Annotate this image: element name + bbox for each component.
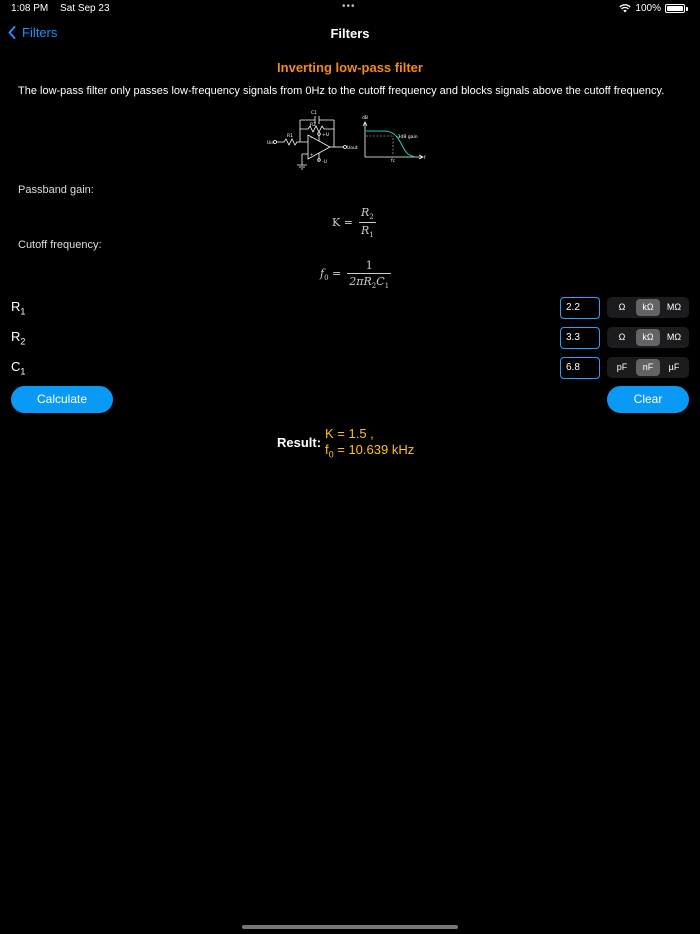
result-values: K = 1.5 , f0 = 10.639 kHz [325, 426, 414, 463]
uout-label: Uout [347, 145, 358, 151]
passband-denominator: R1 [358, 222, 376, 240]
multitasking-dots[interactable]: ••• [342, 1, 356, 12]
plus-u-label: +U [322, 132, 329, 138]
filter-description: The low-pass filter only passes low-freq… [18, 85, 665, 97]
status-right: 100% [619, 3, 688, 14]
c1-unit-pf[interactable]: pF [616, 362, 628, 372]
chevron-left-icon [8, 26, 16, 39]
status-date: Sat Sep 23 [60, 3, 110, 14]
svg-text:−: − [310, 135, 313, 140]
back-label: Filters [22, 25, 58, 40]
passband-lhs: K = [332, 216, 353, 230]
cutoff-fraction: 1 2πR2C1 [347, 259, 392, 291]
result-label: Result: [277, 435, 322, 450]
r2-label: R2 [310, 122, 316, 128]
passband-fraction: R2 R1 [358, 206, 376, 240]
r2-param-label: R2 [11, 329, 26, 347]
status-left: 1:08 PM Sat Sep 23 [11, 3, 119, 14]
status-time: 1:08 PM [11, 3, 49, 14]
navigation-bar: Filters Filters [0, 22, 700, 46]
minus-u-label: -U [322, 159, 327, 165]
battery-icon [665, 4, 685, 13]
r2-unit-selector[interactable]: Ω kΩ MΩ [607, 327, 689, 348]
r1-unit-kohm[interactable]: kΩ [636, 299, 660, 316]
nav-title: Filters [330, 26, 370, 41]
r1-unit-mohm[interactable]: MΩ [666, 302, 682, 312]
r2-unit-ohm[interactable]: Ω [618, 332, 626, 342]
c1-param-label: C1 [11, 359, 26, 377]
uin-label: Uin [267, 140, 275, 146]
cutoff-formula: f0 = 1 2πR2C1 [320, 259, 392, 291]
cutoff-label: Cutoff frequency: [18, 239, 102, 251]
battery-nub [686, 6, 688, 11]
calculate-button[interactable]: Calculate [11, 386, 113, 413]
fc-label: fc [391, 158, 396, 164]
result-f0: f0 = 10.639 kHz [325, 442, 415, 460]
cutoff-denominator: 2πR2C1 [347, 273, 392, 291]
r2-unit-mohm[interactable]: MΩ [666, 332, 682, 342]
back-button[interactable]: Filters [8, 25, 57, 40]
c1-label: C1 [311, 110, 317, 116]
passband-formula: K = R2 R1 [332, 206, 376, 239]
wifi-icon [619, 4, 632, 13]
filter-title: Inverting low-pass filter [277, 60, 423, 75]
r1-unit-selector[interactable]: Ω kΩ MΩ [607, 297, 689, 318]
home-indicator[interactable] [242, 925, 458, 929]
passband-numerator: R2 [360, 206, 374, 222]
result-k: K = 1.5 , [325, 426, 374, 441]
r1-value-input[interactable]: 2.2 [560, 297, 600, 319]
c1-unit-selector[interactable]: pF nF µF [607, 357, 689, 378]
r2-unit-kohm[interactable]: kΩ [636, 329, 660, 346]
r1-param-label: R1 [11, 299, 26, 317]
status-bar: 1:08 PM Sat Sep 23 ••• 100% [0, 0, 700, 18]
r1-unit-ohm[interactable]: Ω [618, 302, 626, 312]
filter-diagram: − + C1 R2 R1 Uin +U -U Uout dB -3dB gain… [267, 110, 426, 170]
cutoff-lhs: f0 = [320, 267, 342, 283]
r1-label: R1 [287, 133, 293, 139]
cutoff-numerator: 1 [365, 259, 373, 272]
c1-value-input[interactable]: 6.8 [560, 357, 600, 379]
f-label: f [424, 155, 426, 161]
c1-unit-uf[interactable]: µF [668, 362, 680, 372]
battery-percent: 100% [635, 3, 661, 14]
c1-unit-nf[interactable]: nF [636, 359, 660, 376]
db-label: dB [362, 115, 368, 121]
gain-note: -3dB gain [396, 134, 418, 140]
r2-value-input[interactable]: 3.3 [560, 327, 600, 349]
passband-label: Passband gain: [18, 184, 94, 196]
clear-button[interactable]: Clear [607, 386, 689, 413]
svg-text:+: + [310, 152, 313, 157]
